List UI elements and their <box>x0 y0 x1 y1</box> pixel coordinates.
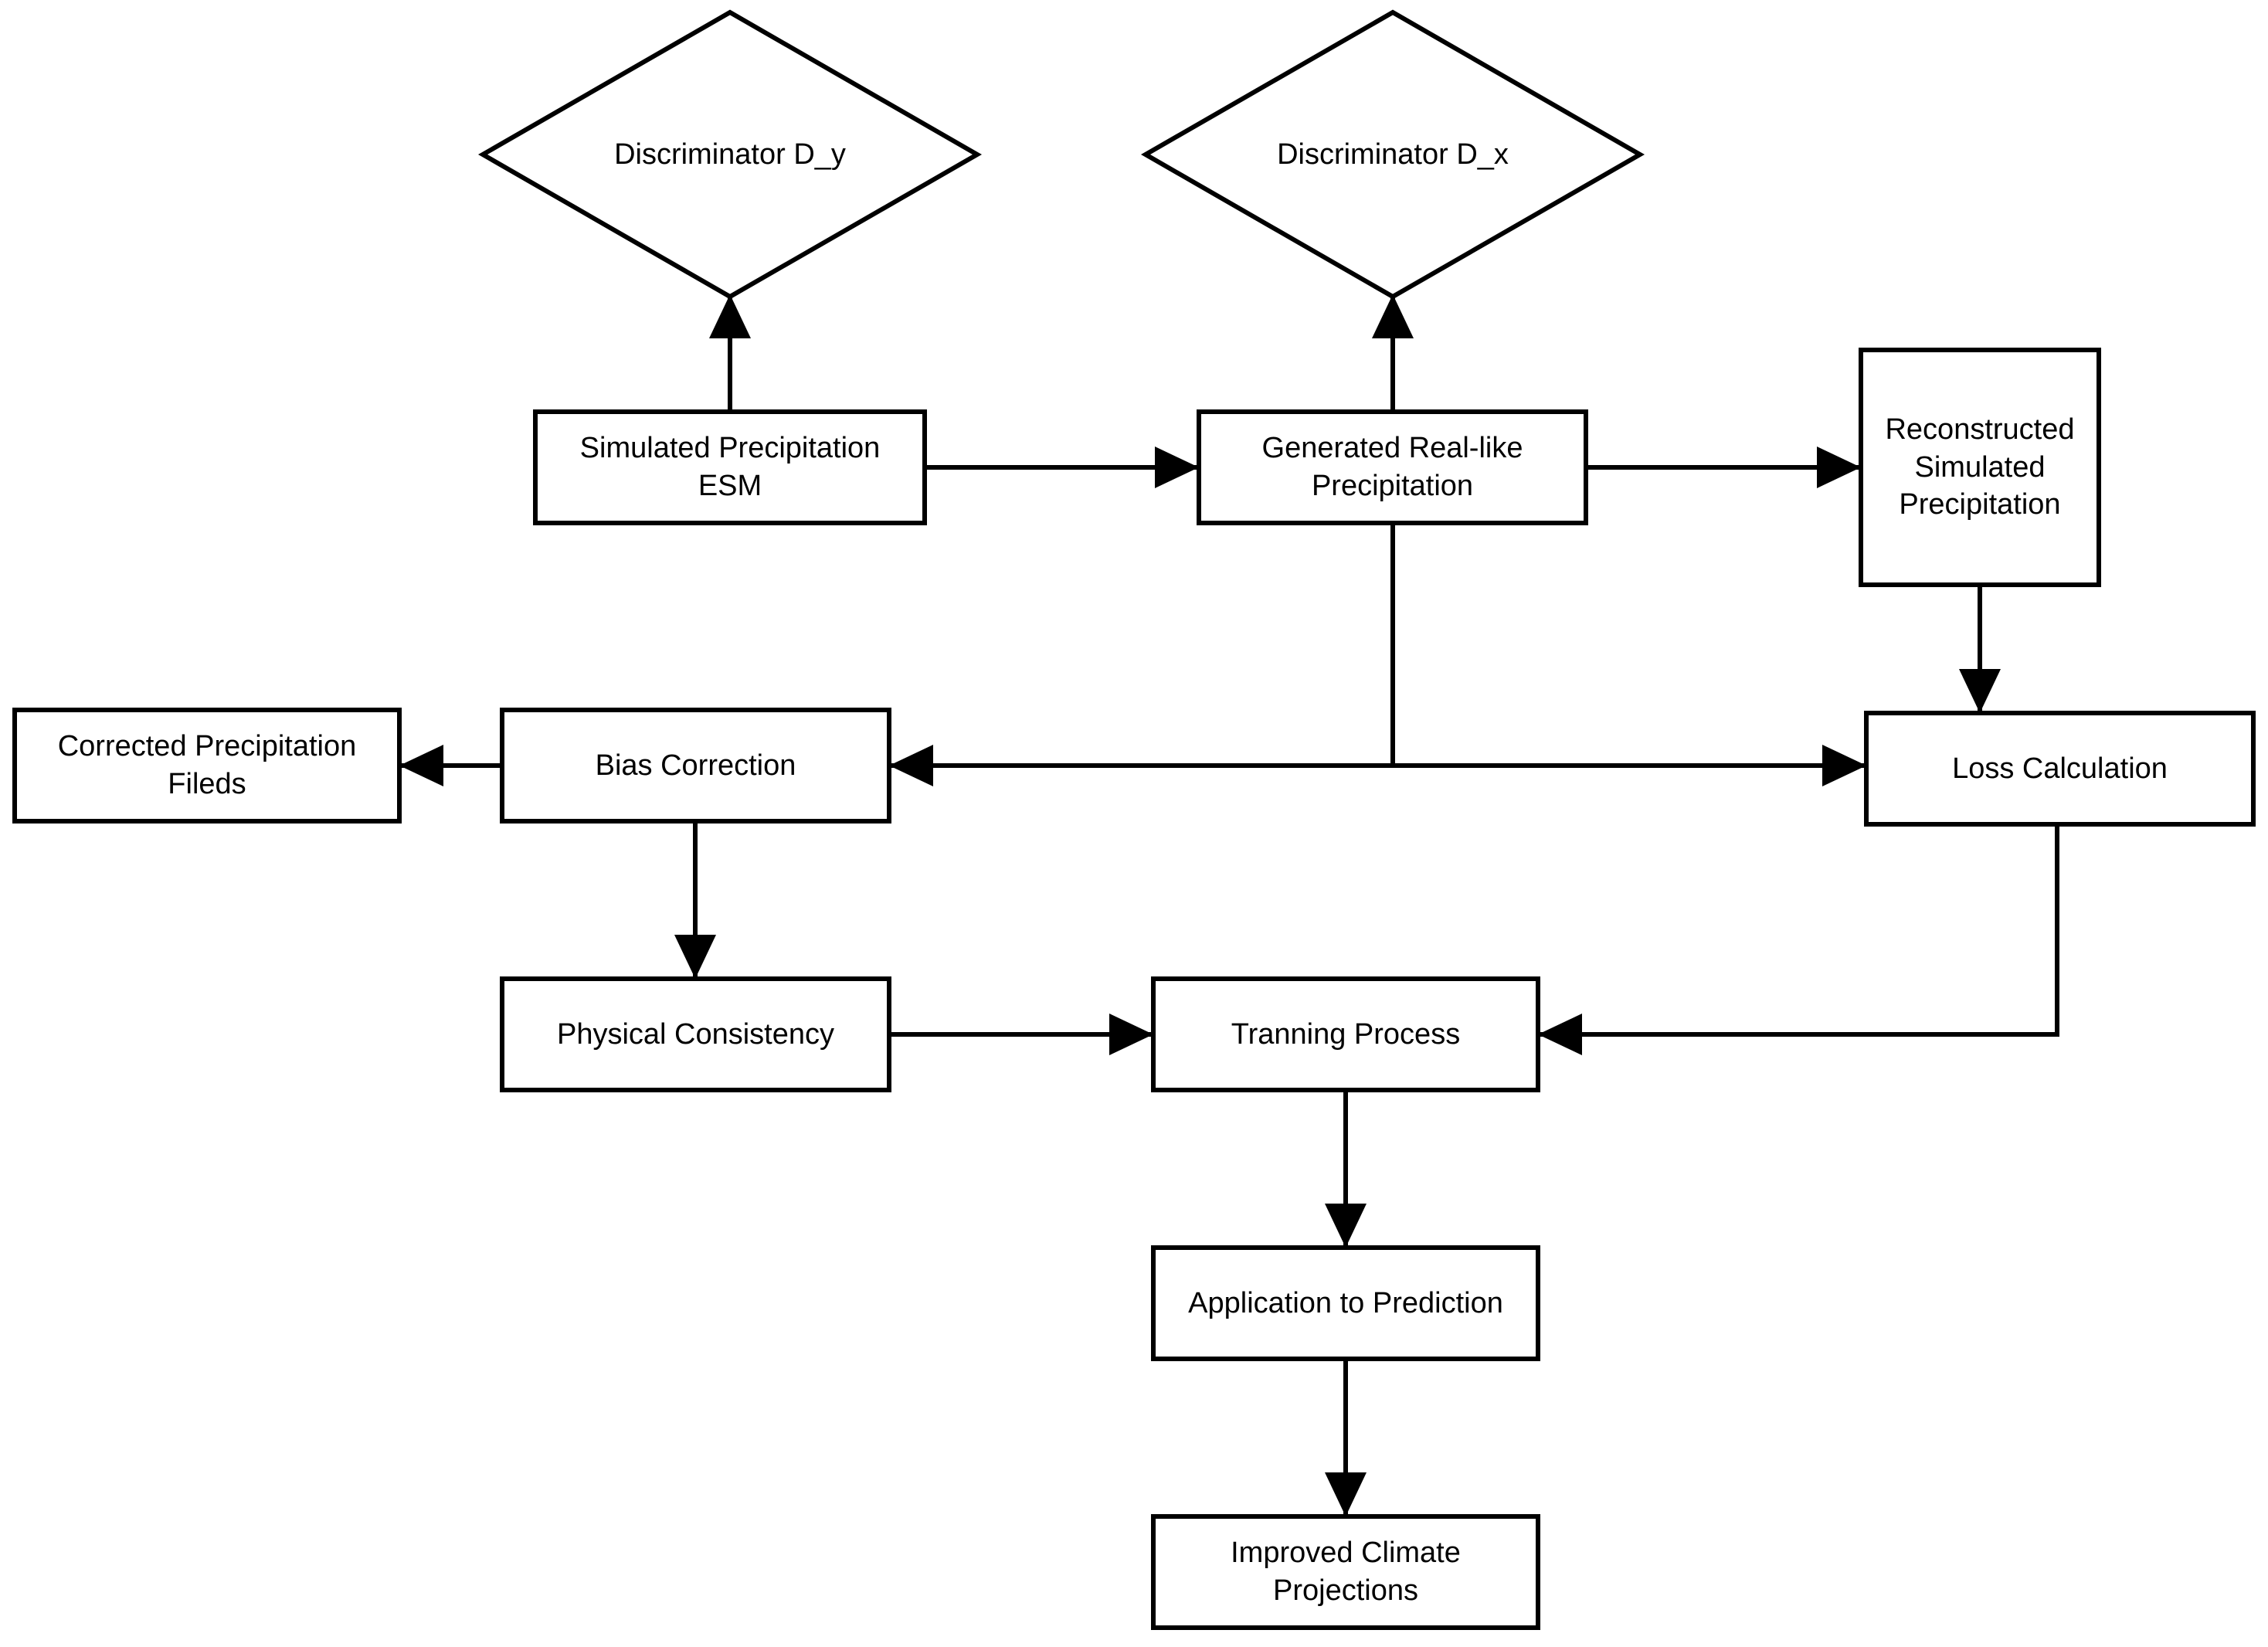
node-generated-real-like-precipitation-label: Generated Real-like Precipitation <box>1261 432 1523 502</box>
node-corrected-precipitation-fileds: Corrected Precipitation Fileds <box>12 708 402 824</box>
node-corrected-precipitation-fileds-label: Corrected Precipitation Fileds <box>57 730 357 800</box>
node-application-to-prediction-label: Application to Prediction <box>1188 1286 1503 1319</box>
node-application-to-prediction: Application to Prediction <box>1151 1245 1540 1361</box>
node-discriminator-dx: Discriminator D_x <box>1146 12 1640 297</box>
node-loss-calculation: Loss Calculation <box>1864 711 2256 827</box>
node-bias-correction-label: Bias Correction <box>595 749 796 782</box>
node-discriminator-dx-label: Discriminator D_x <box>1277 138 1509 171</box>
node-bias-correction: Bias Correction <box>500 708 891 824</box>
node-physical-consistency: Physical Consistency <box>500 976 891 1092</box>
node-discriminator-dy-label: Discriminator D_y <box>614 138 846 171</box>
edge-loss-to-tranning <box>1538 824 2059 1055</box>
node-tranning-process: Tranning Process <box>1151 976 1540 1092</box>
node-reconstructed-simulated-precipitation: Reconstructed Simulated Precipitation <box>1859 348 2101 587</box>
node-improved-climate-projections: Improved Climate Projections <box>1151 1514 1540 1630</box>
node-reconstructed-simulated-precipitation-label: Reconstructed Simulated Precipitation <box>1885 413 2075 521</box>
node-improved-climate-projections-label: Improved Climate Projections <box>1231 1537 1461 1607</box>
node-loss-calculation-label: Loss Calculation <box>1952 752 2168 785</box>
node-simulated-precipitation-esm-label: Simulated Precipitation ESM <box>579 432 881 502</box>
node-simulated-precipitation-esm: Simulated Precipitation ESM <box>533 409 927 525</box>
node-physical-consistency-label: Physical Consistency <box>556 1017 835 1051</box>
node-tranning-process-label: Tranning Process <box>1231 1017 1461 1051</box>
node-discriminator-dy: Discriminator D_y <box>483 12 977 297</box>
node-generated-real-like-precipitation: Generated Real-like Precipitation <box>1197 409 1588 525</box>
